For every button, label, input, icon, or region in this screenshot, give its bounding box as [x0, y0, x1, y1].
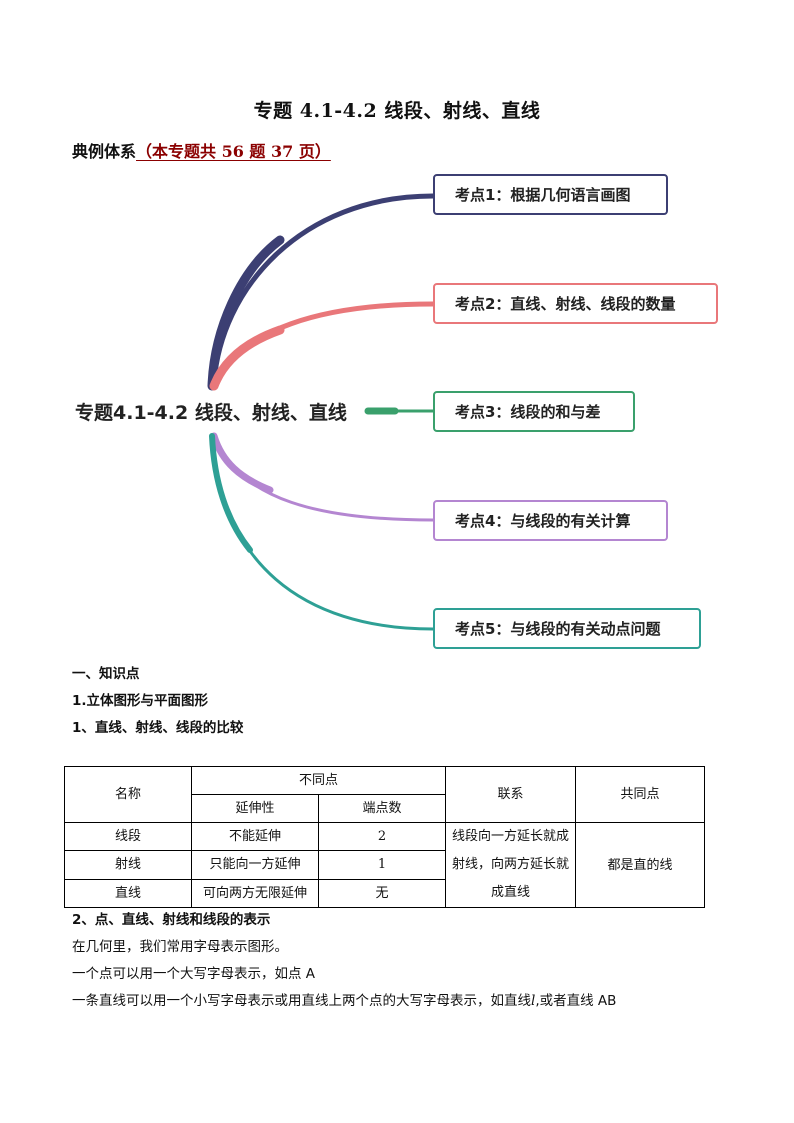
paragraph-1: 在几何里，我们常用字母表示图形。	[72, 939, 288, 955]
cell-relation: 线段向一方延长就成射线，向两方延长就成直线	[445, 822, 577, 908]
cell-extend: 可向两方无限延伸	[191, 878, 319, 909]
subheading: 典例体系（本专题共 56 题 37 页）	[72, 138, 331, 162]
mindmap-node-1: 考点1：根据几何语言画图	[433, 174, 668, 215]
section-heading-knowledge: 一、知识点	[72, 666, 140, 682]
paragraph-3: 一条直线可以用一个小写字母表示或用直线上两个点的大写字母表示，如直线l,或者直线…	[72, 989, 616, 1009]
cell-endpoints: 2	[317, 821, 447, 852]
branch-4-thick	[210, 432, 274, 494]
header-diff: 不同点	[190, 766, 447, 795]
section-heading-notation: 2、点、直线、射线和线段的表示	[72, 912, 271, 928]
header-common: 共同点	[575, 766, 706, 823]
header-name: 名称	[64, 766, 192, 823]
table-row: 直线 可向两方无限延伸 无	[64, 878, 705, 909]
mindmap-node-3: 考点3：线段的和与差	[433, 391, 635, 432]
table-row: 射线 只能向一方延伸 1	[64, 850, 705, 880]
paragraph-2: 一个点可以用一个大写字母表示，如点 A	[72, 966, 316, 982]
branch-1	[211, 193, 436, 387]
header-endpoints: 端点数	[317, 794, 447, 823]
branch-1-thick	[207, 235, 285, 391]
cell-endpoints: 无	[317, 878, 447, 909]
cell-name: 直线	[64, 878, 192, 909]
cell-name: 线段	[64, 821, 192, 852]
header-extend: 延伸性	[191, 794, 319, 823]
branch-5-thick	[209, 433, 253, 553]
header-relation: 联系	[445, 766, 577, 823]
table-row: 线段 不能延伸 2 线段向一方延长就成射线，向两方延长就成直线 都是直的线	[64, 821, 706, 908]
subheading-label: 典例体系	[72, 142, 137, 161]
branch-2-thick	[209, 325, 285, 391]
cell-endpoints: 1	[317, 850, 447, 880]
mindmap-node-5: 考点5：与线段的有关动点问题	[433, 608, 701, 649]
comparison-table: 名称 不同点 联系 共同点 延伸性 端点数 线段 不能延伸 2 线段向一方延长就…	[64, 766, 706, 909]
mindmap-node-4: 考点4：与线段的有关计算	[433, 500, 668, 541]
cell-name: 射线	[64, 850, 192, 880]
section-sub-1: 1.立体图形与平面图形	[72, 693, 209, 709]
cell-common: 都是直的线	[575, 822, 706, 908]
paragraph-3-part-a: 一条直线可以用一个小写字母表示或用直线上两个点的大写字母表示，如直线	[72, 993, 531, 1009]
paragraph-3-letter: l	[531, 993, 536, 1009]
cell-extend: 只能向一方延伸	[191, 850, 319, 880]
mindmap-node-2: 考点2：直线、射线、线段的数量	[433, 283, 718, 324]
paragraph-3-part-c: ,或者直线 AB	[535, 993, 617, 1009]
subheading-note: （本专题共 56 题 37 页）	[136, 142, 331, 161]
section-sub-2: 1、直线、射线、线段的比较	[72, 720, 244, 736]
branch-5	[211, 436, 435, 631]
cell-extend: 不能延伸	[191, 821, 319, 852]
page-title: 专题 4.1-4.2 线段、射线、直线	[253, 100, 541, 122]
mindmap-center: 专题4.1-4.2 线段、射线、直线	[75, 402, 347, 424]
